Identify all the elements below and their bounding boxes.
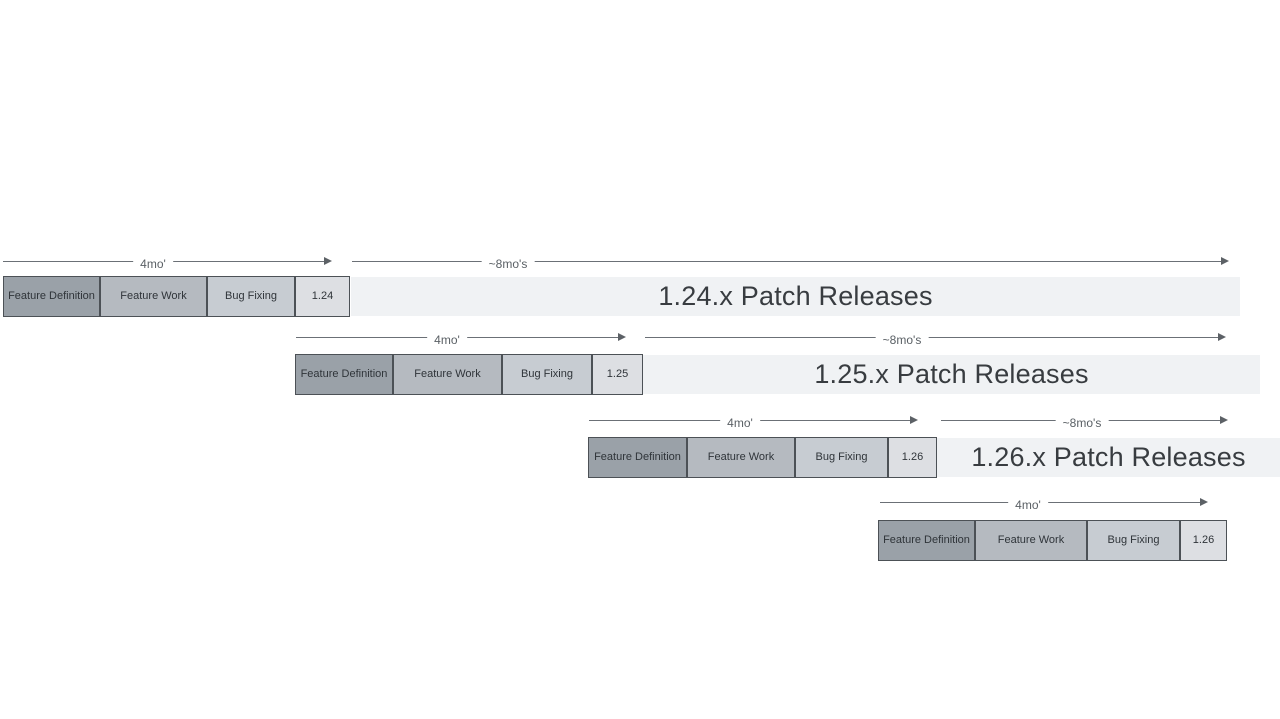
phase-feature-definition: Feature Definition (3, 276, 100, 317)
patch-releases-bar: 1.24.x Patch Releases (351, 277, 1240, 316)
phase-bug-fixing: Bug Fixing (795, 437, 888, 478)
version-box: 1.26 (1180, 520, 1227, 561)
phase-bug-fixing: Bug Fixing (1087, 520, 1180, 561)
phase-feature-work: Feature Work (687, 437, 795, 478)
version-label: 1.26 (901, 450, 924, 463)
phase-feature-definition: Feature Definition (295, 354, 393, 395)
version-box: 1.24 (295, 276, 350, 317)
phase-feature-definition: Feature Definition (588, 437, 687, 478)
phase-label: Feature Definition (883, 533, 970, 546)
version-label: 1.26 (1192, 533, 1215, 546)
version-label: 1.24 (311, 289, 334, 302)
phase-label: Feature Definition (8, 289, 95, 302)
phase-label: Feature Work (997, 533, 1065, 546)
arrow-line (352, 261, 1227, 262)
phase-feature-work: Feature Work (393, 354, 502, 395)
phase-label: Feature Work (120, 289, 187, 302)
phase-label: Feature Definition (594, 450, 681, 463)
duration-label: 4mo' (1008, 498, 1048, 514)
duration-label: ~8mo's (875, 333, 929, 349)
phase-label: Feature Work (414, 367, 481, 380)
phase-label: Feature Work (707, 450, 775, 463)
phase-feature-work: Feature Work (975, 520, 1087, 561)
arrow-head-icon (1200, 498, 1208, 507)
arrow-line (645, 337, 1224, 338)
arrow-head-icon (910, 416, 918, 425)
arrow-head-icon (1218, 333, 1226, 342)
arrow-head-icon (1221, 257, 1229, 266)
arrow-head-icon (324, 257, 332, 266)
phase-bug-fixing: Bug Fixing (502, 354, 592, 395)
patch-releases-label: 1.25.x Patch Releases (814, 359, 1089, 389)
patch-releases-label: 1.26.x Patch Releases (971, 442, 1246, 472)
phase-label: Bug Fixing (521, 367, 573, 380)
duration-label: 4mo' (427, 333, 467, 349)
phase-bug-fixing: Bug Fixing (207, 276, 295, 317)
arrow-head-icon (618, 333, 626, 342)
version-box: 1.25 (592, 354, 643, 395)
duration-label: ~8mo's (481, 257, 535, 273)
version-box: 1.26 (888, 437, 937, 478)
patch-releases-label: 1.24.x Patch Releases (658, 281, 933, 311)
patch-releases-bar: 1.26.x Patch Releases (937, 438, 1280, 477)
phase-label: Bug Fixing (815, 450, 868, 463)
duration-label: 4mo' (133, 257, 173, 273)
phase-label: Bug Fixing (225, 289, 277, 302)
arrow-head-icon (1220, 416, 1228, 425)
phase-label: Feature Definition (300, 367, 388, 380)
phase-label: Bug Fixing (1107, 533, 1160, 546)
version-label: 1.25 (606, 367, 629, 380)
duration-label: 4mo' (720, 416, 760, 432)
phase-feature-work: Feature Work (100, 276, 207, 317)
phase-feature-definition: Feature Definition (878, 520, 975, 561)
duration-label: ~8mo's (1055, 416, 1109, 432)
patch-releases-bar: 1.25.x Patch Releases (643, 355, 1260, 394)
